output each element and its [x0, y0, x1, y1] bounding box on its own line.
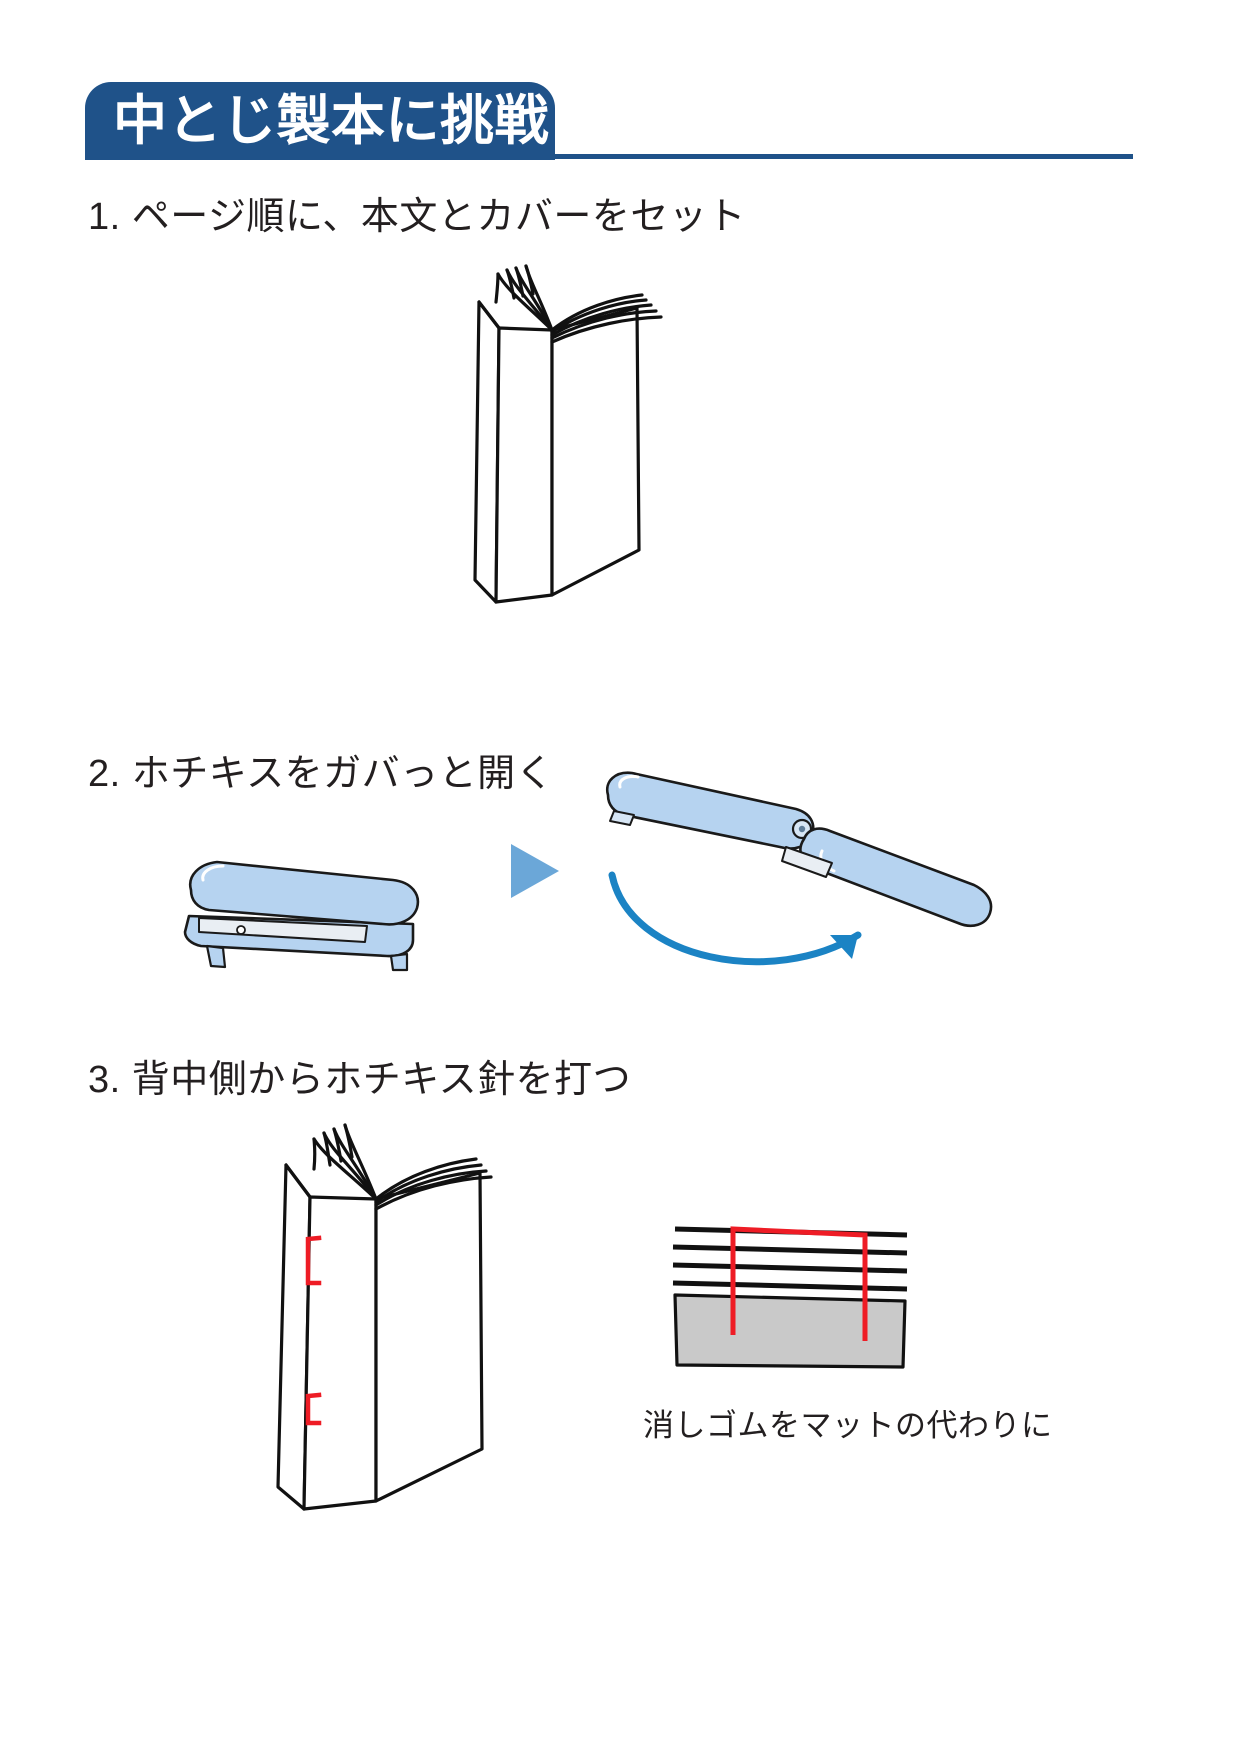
title-banner: 中とじ製本に挑戦: [85, 82, 555, 160]
step-3-heading: 3. 背中側からホチキス針を打つ: [88, 1059, 632, 1101]
step-3-illustration-eraser-pad: [655, 1215, 925, 1380]
step-3-illustration-book-with-staples: [240, 1105, 530, 1525]
eraser-caption: 消しゴムをマットの代わりに: [643, 1408, 1053, 1443]
step-1-heading: 1. ページ順に、本文とカバーをセット: [88, 196, 746, 238]
page-title: 中とじ製本に挑戦: [113, 91, 549, 151]
progress-arrow-icon: [505, 840, 565, 902]
step-1-illustration-open-book: [430, 250, 680, 610]
rotation-arrow-icon: [608, 871, 862, 966]
eraser-block: [673, 1293, 907, 1369]
staple-mark: [730, 1226, 868, 1341]
title-block: 中とじ製本に挑戦: [85, 82, 1133, 166]
title-divider-rule: [555, 154, 1133, 159]
step-2-heading: 2. ホチキスをガバっと開く: [88, 753, 555, 795]
step-2-illustration-stapler-open: [590, 755, 1010, 1005]
staple-mark: [305, 1235, 322, 1426]
step-2-illustration-stapler-closed: [155, 820, 445, 980]
